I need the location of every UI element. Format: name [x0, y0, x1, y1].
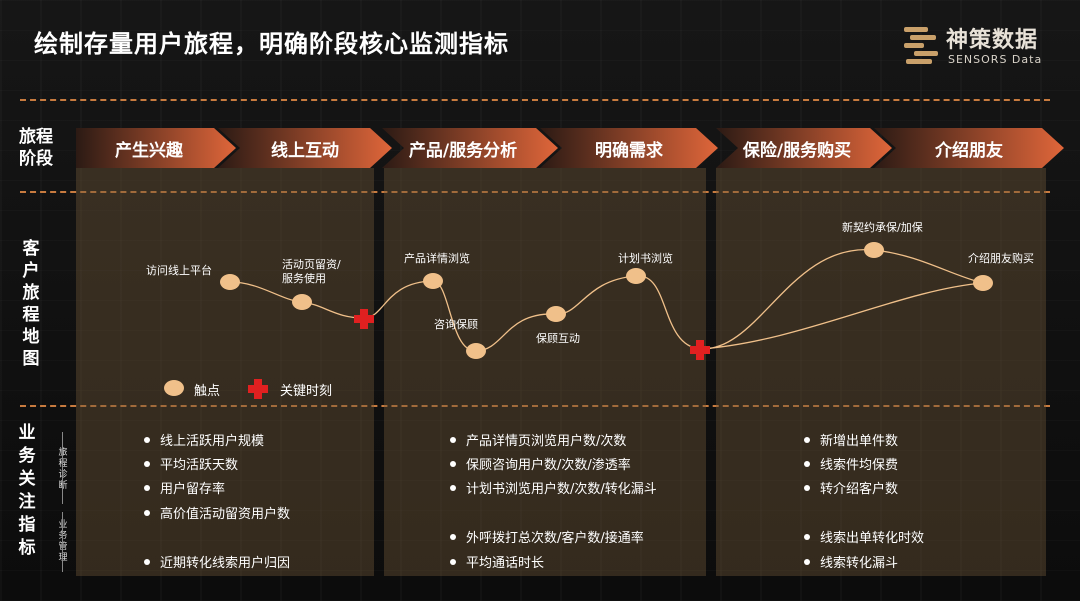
legend-key-moment-icon [248, 379, 268, 399]
stage-online-interaction: 线上互动 [218, 128, 392, 168]
divider-top [20, 99, 1050, 101]
metric-item: 用户留存率 [144, 478, 225, 497]
touchpoint-label: 计划书浏览 [618, 252, 673, 265]
stage-interest: 产生兴趣 [76, 128, 236, 168]
sensors-logo-icon [904, 27, 938, 64]
touchpoint-dot-plan [626, 268, 646, 284]
metric-item: 保顾咨询用户数/次数/渗透率 [450, 454, 631, 473]
row-label-metrics: 业务关注指标 [18, 422, 36, 560]
metric-item: 转介绍客户数 [804, 478, 898, 497]
row-label-stage-text: 旅程阶段 [19, 127, 53, 169]
metric-item: 产品详情页浏览用户数/次数 [450, 430, 626, 449]
touchpoint-dot-activity [292, 294, 312, 310]
brand-logo: 神策数据 SENSORS Data [902, 22, 1062, 72]
stage-product-analysis: 产品/服务分析 [382, 128, 558, 168]
logo-cn-text: 神策数据 [946, 28, 1039, 53]
touchpoint-label: 访问线上平台 [146, 264, 212, 277]
row-label-map-text: 客户旅程地图 [22, 239, 40, 369]
stage-label: 产生兴趣 [115, 140, 183, 161]
logo-en-text: SENSORS Data [948, 53, 1043, 66]
touchpoint-label: 介绍朋友购买 [968, 252, 1034, 265]
legend-touchpoint-label: 触点 [194, 384, 221, 399]
metric-item: 近期转化线索用户归因 [144, 552, 290, 571]
stage-label: 介绍朋友 [935, 140, 1003, 161]
key-moment-icon [354, 309, 374, 329]
stage-label: 产品/服务分析 [408, 140, 518, 161]
divider-stage [20, 191, 1050, 193]
stage-label: 明确需求 [595, 140, 663, 161]
panel-col3 [716, 168, 1046, 576]
legend-touchpoint-icon [164, 380, 184, 396]
touchpoint-label: 咨询保顾 [434, 318, 478, 331]
sub-divider-2 [62, 512, 63, 572]
panel-col2 [384, 168, 706, 576]
touchpoint-dot-referral [973, 275, 993, 291]
key-moment-icon [690, 340, 710, 360]
metric-item: 新增出单件数 [804, 430, 898, 449]
touchpoint-dot-product [423, 273, 443, 289]
stage-clear-need: 明确需求 [540, 128, 718, 168]
stage-refer-friend: 介绍朋友 [874, 128, 1064, 168]
touchpoint-dot-advisor [546, 306, 566, 322]
touchpoint-dot-visit [220, 274, 240, 290]
metric-item: 平均活跃天数 [144, 454, 238, 473]
touchpoint-label: 新契约承保/加保 [842, 221, 923, 234]
metric-item: 线索转化漏斗 [804, 552, 898, 571]
metric-item: 线索出单转化时效 [804, 527, 924, 546]
stage-label: 线上互动 [271, 140, 339, 161]
metric-item: 外呼拨打总次数/客户数/接通率 [450, 527, 644, 546]
legend-key-moment-label: 关键时刻 [280, 384, 333, 399]
touchpoint-label: 活动页留资/服务使用 [282, 258, 341, 285]
metric-item: 高价值活动留资用户数 [144, 503, 290, 522]
touchpoint-label: 保顾互动 [536, 332, 580, 345]
metric-item: 计划书浏览用户数/次数/转化漏斗 [450, 478, 657, 497]
stage-label: 保险/服务购买 [742, 140, 852, 161]
row-label-stage: 旅程阶段 [18, 126, 58, 170]
touchpoint-dot-policy [864, 242, 884, 258]
sub-divider-1 [62, 432, 63, 504]
page-title: 绘制存量用户旅程，明确阶段核心监测指标 [34, 30, 509, 58]
metric-item: 平均通话时长 [450, 552, 544, 571]
metric-item: 线索件均保费 [804, 454, 898, 473]
divider-map [20, 405, 1050, 407]
touchpoint-label: 产品详情浏览 [404, 252, 470, 265]
stage-purchase: 保险/服务购买 [716, 128, 892, 168]
metric-item: 线上活跃用户规模 [144, 430, 264, 449]
row-label-metrics-text: 业务关注指标 [18, 423, 36, 558]
touchpoint-dot-consult [466, 343, 486, 359]
row-label-map: 客户旅程地图 [22, 238, 40, 370]
